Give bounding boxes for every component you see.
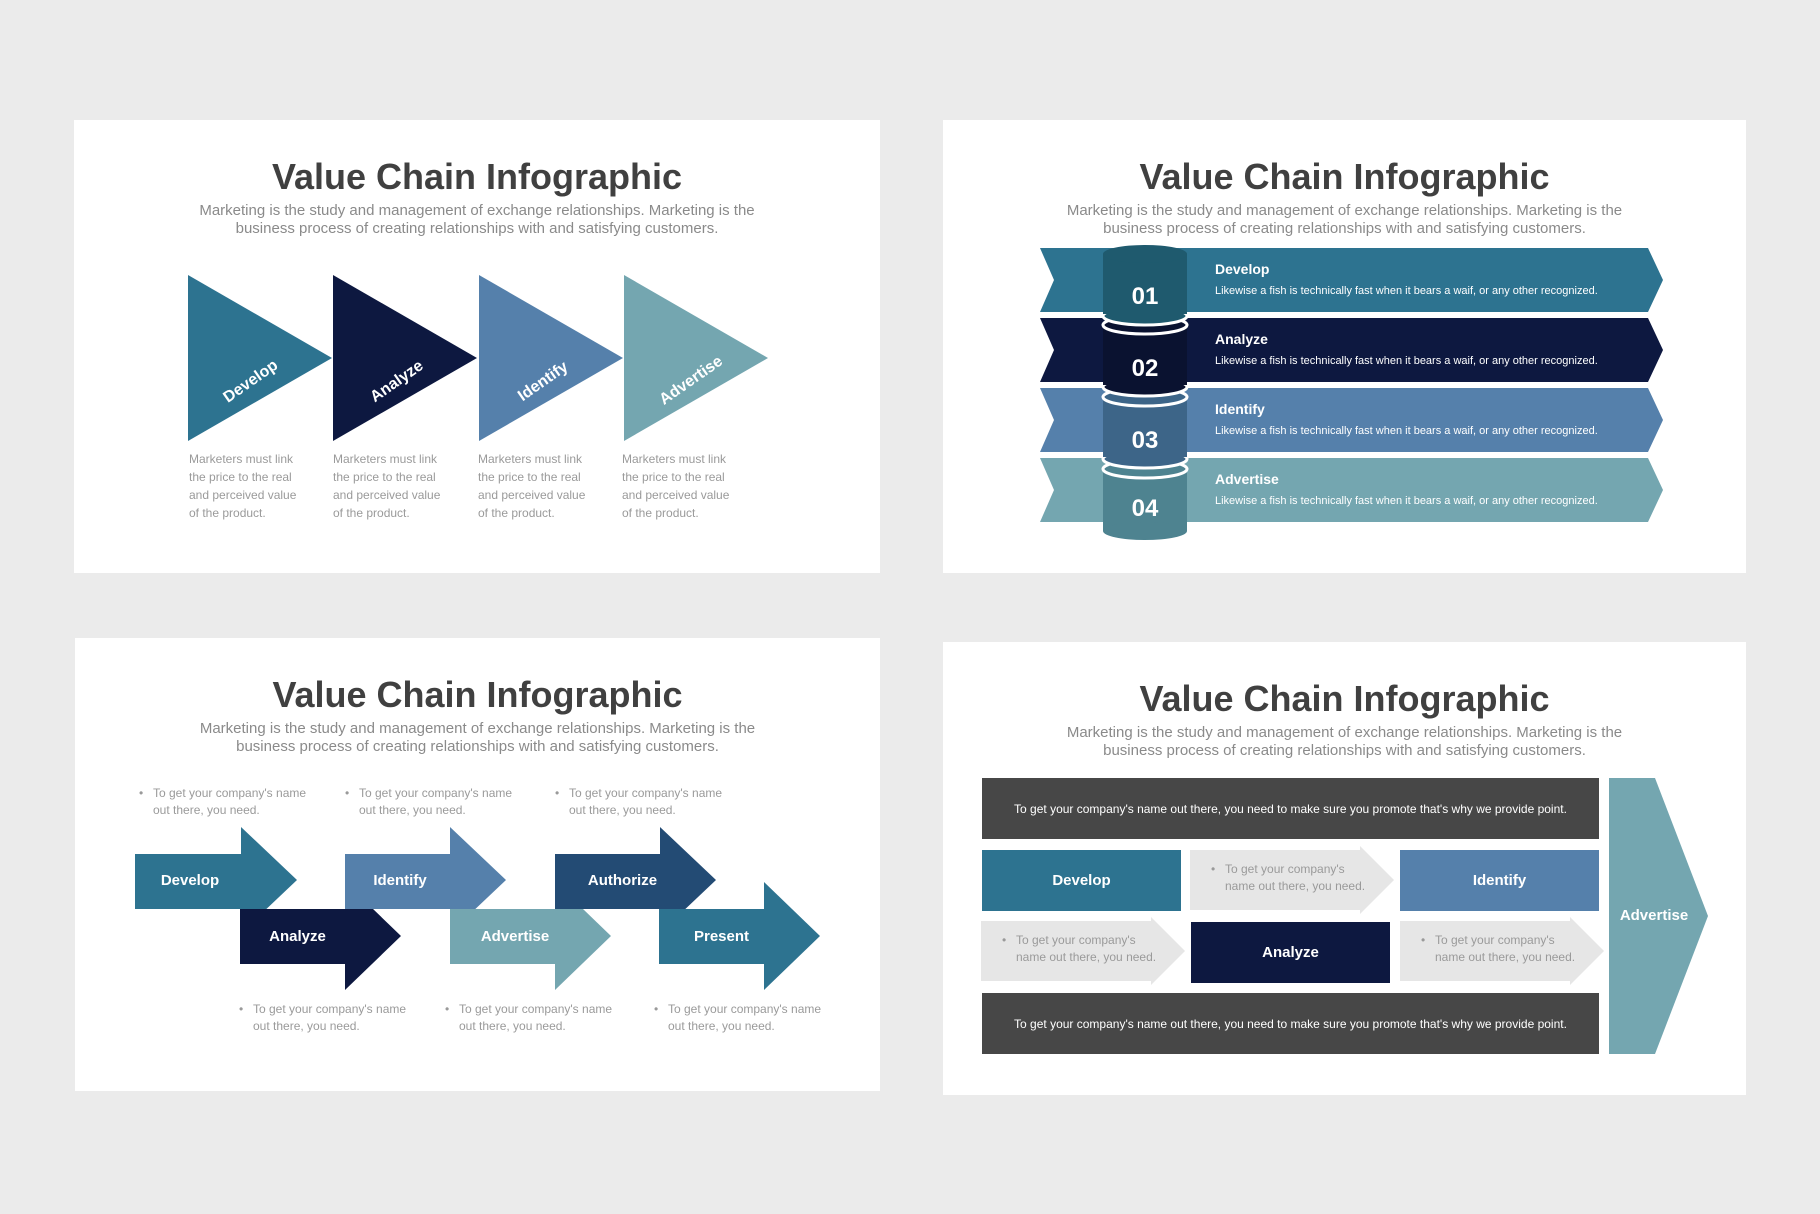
box-identify-label: Identify: [1472, 872, 1527, 889]
bullet-top-3: • To get your company's name out there, y…: [555, 785, 729, 819]
bullet-top-1: • To get your company's name out there, y…: [139, 785, 313, 819]
ribbon-develop: [1040, 248, 1663, 312]
row-text-analyze: Likewise a fish is technically fast when…: [1215, 355, 1598, 367]
slide-boxes: Value Chain Infographic Marketing is the…: [943, 642, 1746, 1095]
bullet-dot: •: [345, 786, 350, 800]
row-text-develop: Likewise a fish is technically fast when…: [1215, 285, 1598, 297]
triangle-analyze: [333, 275, 477, 441]
row-title-develop: Develop: [1215, 261, 1270, 277]
slide-title: Value Chain Infographic: [271, 156, 683, 197]
arrow-authorize: [555, 827, 716, 933]
arrow-label-identify: Identify: [373, 872, 427, 889]
triangle-desc-develop: Marketers must link the price to the rea…: [189, 452, 297, 520]
row-text-identify: Likewise a fish is technically fast when…: [1215, 425, 1598, 437]
slide-triangles: Value Chain Infographic Marketing is the…: [74, 120, 880, 573]
bullet-dot: •: [1002, 933, 1007, 947]
bullet-dot: •: [555, 786, 560, 800]
row-title-advertise: Advertise: [1215, 471, 1279, 487]
grey-arrow-1-label: To get your company's name out there, yo…: [1225, 862, 1366, 893]
grey-arrow-3-label: To get your company's name out there, yo…: [1435, 933, 1576, 964]
triangle-identify: [479, 275, 623, 441]
bullet-text: To get your company's name out there, yo…: [153, 786, 307, 817]
bullet-dot: •: [239, 1002, 244, 1016]
cylinder-01: [1101, 245, 1189, 327]
triangle-desc-advertise: Marketers must link the price to the rea…: [622, 452, 730, 520]
triangle-steps: [188, 275, 768, 441]
bullet-text: To get your company's name out there, yo…: [253, 1002, 407, 1033]
arrow-label-analyze: Analyze: [269, 928, 326, 945]
box-identify: Identify: [1400, 850, 1599, 911]
grey-arrow-3: [1400, 917, 1604, 985]
triangle-desc-analyze: Marketers must link the price to the rea…: [333, 452, 441, 520]
grey-arrow-2: [981, 917, 1185, 985]
slide-ribbons: Value Chain Infographic Marketing is the…: [943, 120, 1746, 573]
bullet-text: To get your company's name out there, yo…: [668, 1002, 822, 1033]
advertise-label: Advertise: [1619, 907, 1689, 924]
grey-arrow-2-label: To get your company's name out there, yo…: [1016, 933, 1157, 964]
grey-arrow-1: [1190, 846, 1394, 914]
bullet-bottom-1: • To get your company's name out there, y…: [239, 1001, 413, 1035]
row-title-analyze: Analyze: [1215, 331, 1268, 347]
slide-title: Value Chain Infographic: [1139, 678, 1550, 719]
bullet-text: To get your company's name out there, yo…: [359, 786, 513, 817]
ribbon-identify: [1040, 388, 1663, 452]
arrow-label-advertise: Advertise: [480, 928, 550, 945]
triangle-desc-identify: Marketers must link the price to the rea…: [478, 452, 586, 520]
bullet-dot: •: [1211, 862, 1216, 876]
slide-subtitle: Marketing is the study and management of…: [1066, 202, 1623, 237]
row-number-04: 04: [1131, 495, 1159, 522]
box-develop-label: Develop: [1052, 872, 1111, 889]
bullet-text: To get your company's name out there, yo…: [569, 786, 723, 817]
slide-title: Value Chain Infographic: [272, 674, 683, 715]
bullet-top-2: • To get your company's name out there, y…: [345, 785, 519, 819]
grey-arrow-3-text: • To get your company's name out there, y…: [1421, 932, 1585, 966]
row-number-03: 03: [1131, 427, 1159, 454]
arrow-chain: [135, 827, 820, 990]
bullet-bottom-3: • To get your company's name out there, y…: [654, 1001, 828, 1035]
triangle-develop: [188, 275, 332, 441]
bullet-text: To get your company's name out there, yo…: [459, 1002, 613, 1033]
row-number-02: 02: [1131, 355, 1159, 382]
bullet-dot: •: [654, 1002, 659, 1016]
box-analyze-label: Analyze: [1262, 944, 1319, 961]
row-title-identify: Identify: [1215, 401, 1265, 417]
row-number-01: 01: [1131, 283, 1159, 310]
arrow-label-develop: Develop: [160, 872, 220, 889]
top-info-bar: To get your company's name out there, yo…: [982, 778, 1599, 839]
triangle-advertise: [624, 275, 768, 441]
bullet-dot: •: [1421, 933, 1426, 947]
advertise-chevron: [1609, 778, 1708, 1054]
slide-subtitle: Marketing is the study and management of…: [199, 202, 755, 237]
grey-arrow-2-text: • To get your company's name out there, y…: [1002, 932, 1166, 966]
grey-arrow-1-text: • To get your company's name out there, y…: [1211, 861, 1375, 895]
ribbon-advertise: [1040, 458, 1663, 522]
bullet-dot: •: [139, 786, 144, 800]
bullet-dot: •: [445, 1002, 450, 1016]
bottom-info-bar: To get your company's name out there, yo…: [982, 993, 1599, 1054]
slide-subtitle: Marketing is the study and management of…: [199, 720, 756, 755]
row-text-advertise: Likewise a fish is technically fast when…: [1215, 495, 1598, 507]
arrow-develop: [135, 827, 297, 933]
bullet-bottom-2: • To get your company's name out there, y…: [445, 1001, 619, 1035]
bottom-info-text: To get your company's name out there, yo…: [1014, 1016, 1567, 1031]
arrow-identify: [345, 827, 506, 933]
slide-title: Value Chain Infographic: [1139, 156, 1550, 197]
box-analyze: Analyze: [1191, 922, 1390, 983]
arrow-present: [659, 882, 820, 990]
top-info-text: To get your company's name out there, yo…: [1014, 801, 1567, 816]
ribbon-analyze: [1040, 318, 1663, 382]
slide-subtitle: Marketing is the study and management of…: [1066, 724, 1623, 759]
arrow-label-present: Present: [693, 928, 750, 945]
ribbon-rows: [1040, 245, 1663, 540]
arrow-label-authorize: Authorize: [587, 872, 658, 889]
box-develop: Develop: [982, 850, 1181, 911]
slide-arrows: Value Chain Infographic Marketing is the…: [75, 638, 880, 1091]
